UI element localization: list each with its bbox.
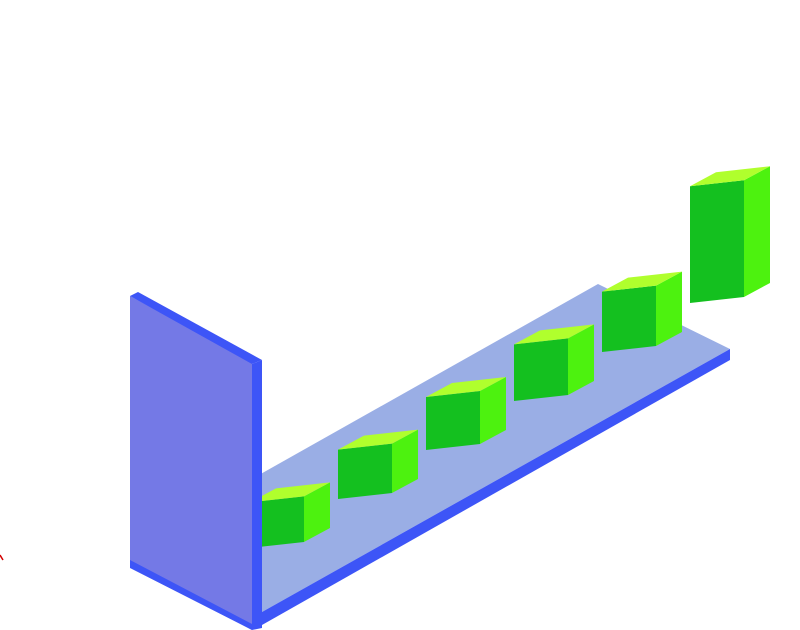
bar-3-top [426,377,506,397]
bar-2-front [338,443,392,499]
bar-6 [690,166,770,303]
bar-3 [426,377,506,450]
bar-2 [338,429,418,499]
bar-1-side [304,482,330,542]
bar-4-top [514,324,594,345]
stray-mark [0,554,4,561]
bar-6-side [744,166,770,297]
bar-5-top [602,271,682,292]
side-wall [130,292,262,630]
bar-3-side [480,377,506,444]
wall-top-edge [130,292,262,364]
bar-1-front [250,496,304,548]
wall-right-edge [252,360,262,630]
wall-face [130,296,252,630]
bars-group [250,166,770,548]
bar-5-side [656,271,682,346]
bar-6-front [690,180,744,303]
misc-marks [0,554,4,561]
bar-1 [250,482,330,548]
bar-6-top [690,166,770,187]
bar-4-front [514,338,568,401]
bar-5 [602,271,682,352]
floor-top [250,284,730,612]
bar-3-front [426,391,480,450]
floor-front-edge [262,349,730,625]
bar-2-side [392,429,418,493]
wall-bottom-edge [130,560,252,630]
bar-4-side [568,324,594,395]
bar-1-top [250,482,330,503]
bar-5-front [602,285,656,352]
bar-4 [514,324,594,401]
bar-2-top [338,429,418,450]
